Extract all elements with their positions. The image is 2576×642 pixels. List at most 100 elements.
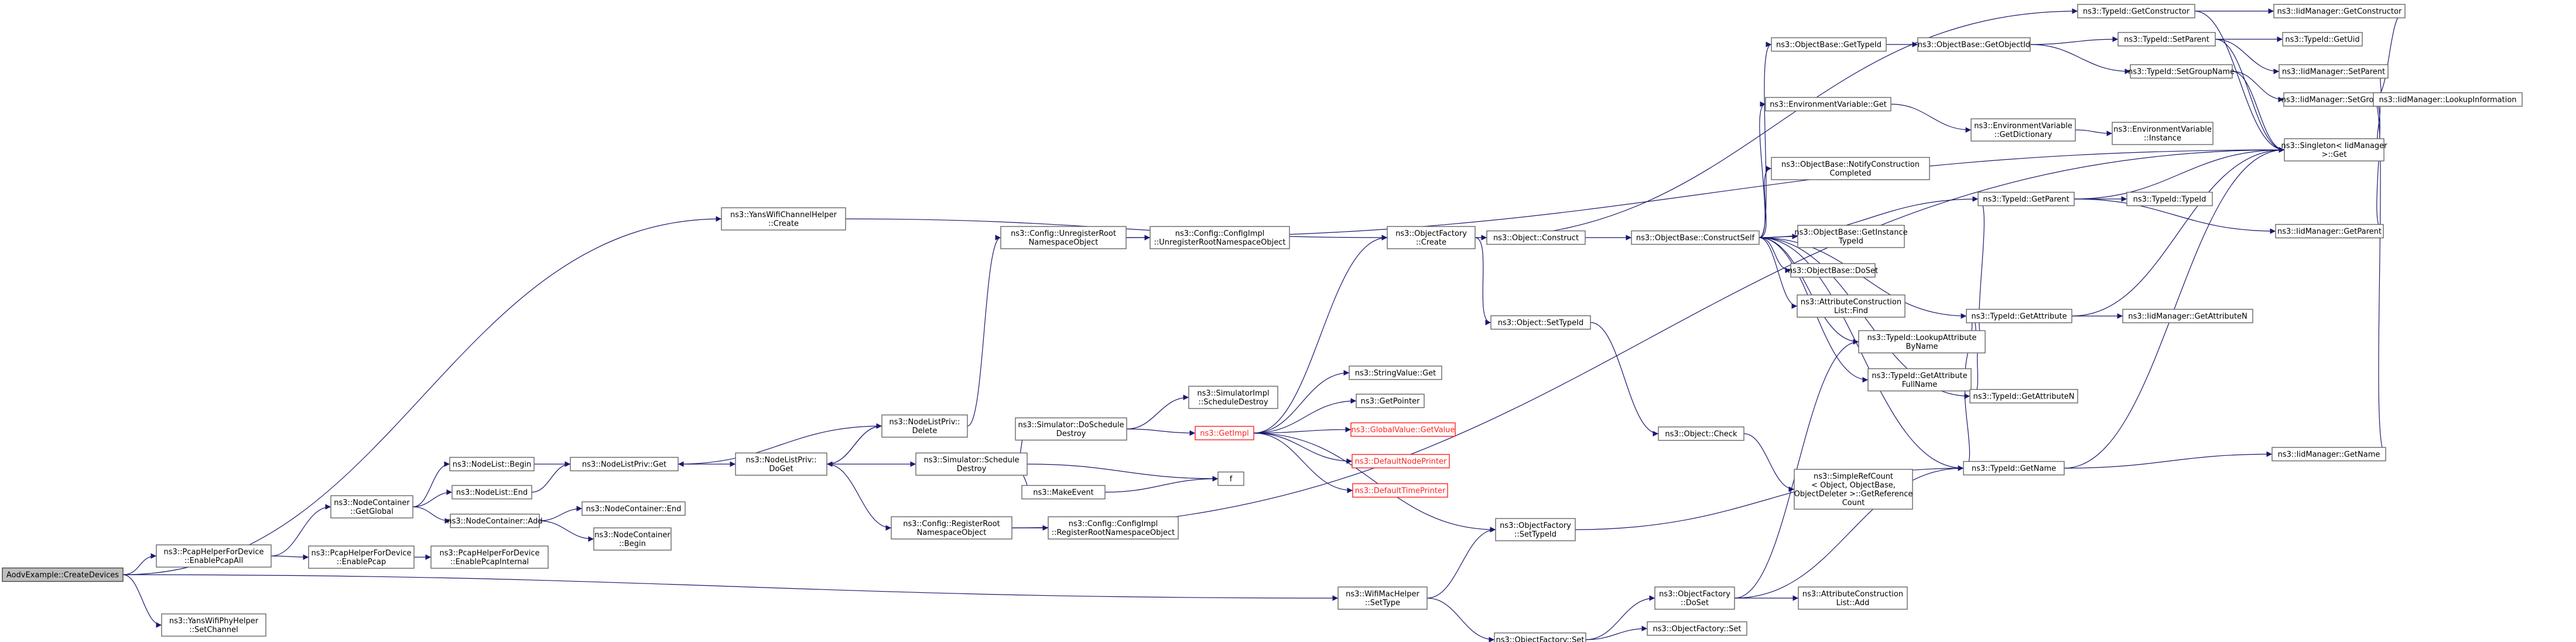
node-label: ::SetChannel xyxy=(189,626,238,634)
node-n2[interactable]: ns3::PcapHelperForDevice::EnablePcapAll xyxy=(156,544,272,568)
node-label: ns3::Config::UnregisterRoot xyxy=(1011,229,1116,238)
node-n54[interactable]: ns3::TypeId::GetParent xyxy=(1978,191,2075,207)
node-box xyxy=(2275,224,2384,239)
node-n10[interactable]: ns3::NodeList::End xyxy=(451,485,532,500)
node-n34[interactable]: ns3::ObjectFactory::Set xyxy=(1494,632,1586,642)
node-n16[interactable]: ns3::NodeListPriv::Delete xyxy=(881,414,968,438)
node-n38[interactable]: ns3::ObjectFactory::Set xyxy=(1647,621,1747,636)
edge-n19-n68 xyxy=(1125,147,2285,238)
edge-n39-n48 xyxy=(1759,237,1798,309)
node-n58[interactable]: ns3::TypeId::GetConstructor xyxy=(2077,4,2195,19)
node-box xyxy=(570,456,679,472)
node-label: Destroy xyxy=(957,465,987,473)
node-box xyxy=(2273,4,2406,19)
node-n29[interactable]: ns3::GetPointer xyxy=(1356,393,1425,408)
edge-n2-n7 xyxy=(271,554,309,560)
node-n57[interactable]: ns3::TypeId::GetName xyxy=(1963,461,2065,476)
node-box xyxy=(1969,389,2078,404)
node-n70[interactable]: ns3::IidManager::LookupInformation xyxy=(2373,92,2523,107)
node-n65[interactable]: ns3::TypeId::GetUid xyxy=(2282,32,2363,47)
node-n3[interactable]: ns3::YansWifiChannelHelper::Create xyxy=(721,207,846,231)
node-n37[interactable]: ns3::ObjectFactory::DoSet xyxy=(1654,586,1735,610)
node-box xyxy=(2,567,124,582)
node-n28[interactable]: ns3::StringValue::Get xyxy=(1349,365,1442,380)
node-n45[interactable]: ns3::ObjectBase::NotifyConstructionCompl… xyxy=(1771,157,1930,180)
node-n47[interactable]: ns3::ObjectBase::DoSet xyxy=(1788,263,1878,278)
node-n33[interactable]: ns3::ObjectFactory::SetTypeId xyxy=(1495,518,1576,541)
node-n52[interactable]: ns3::EnvironmentVariable::GetDictionary xyxy=(1971,118,2076,142)
node-n61[interactable]: ns3::TypeId::TypeId xyxy=(2126,191,2213,207)
node-n60[interactable]: ns3::TypeId::SetGroupName xyxy=(2128,64,2235,79)
node-n14[interactable]: ns3::NodeListPriv::Get xyxy=(570,456,679,472)
node-n17[interactable]: ns3::Simulator::ScheduleDestroy xyxy=(915,452,1028,476)
node-n55[interactable]: ns3::TypeId::GetAttribute xyxy=(1966,308,2072,324)
node-box xyxy=(1494,632,1586,642)
node-label: ns3::NodeListPriv:: xyxy=(745,456,816,465)
node-n64[interactable]: ns3::IidManager::GetConstructor xyxy=(2273,4,2406,19)
node-n56[interactable]: ns3::TypeId::GetAttributeN xyxy=(1969,389,2078,404)
node-n20[interactable]: ns3::Config::ConfigImpl::UnregisterRootN… xyxy=(1150,226,1290,249)
node-n26[interactable]: f xyxy=(1217,471,1244,486)
edge-n57-n63 xyxy=(2064,451,2273,469)
node-label: ns3::NodeContainer xyxy=(334,499,410,507)
node-n43[interactable]: ns3::ObjectBase::GetTypeId xyxy=(1771,37,1887,52)
node-n35[interactable]: ns3::Object::Construct xyxy=(1486,230,1586,245)
node-box xyxy=(2284,138,2385,162)
node-n13[interactable]: ns3::NodeContainer::Begin xyxy=(593,527,672,551)
node-n1[interactable]: AodvExample::CreateDevices xyxy=(2,567,124,582)
node-n7[interactable]: ns3::PcapHelperForDevice::EnablePcap xyxy=(308,545,415,569)
node-n24[interactable]: ns3::SimulatorImpl::ScheduleDestroy xyxy=(1188,386,1278,409)
node-n5[interactable]: ns3::YansWifiPhyHelper::SetChannel xyxy=(161,613,266,637)
node-n31[interactable]: ns3::DefaultNodePrinter xyxy=(1352,454,1450,469)
node-n62[interactable]: ns3::IidManager::GetAttributeN xyxy=(2122,308,2253,324)
node-box xyxy=(1495,518,1576,541)
node-n4[interactable]: ns3::WifiMacHelper::SetType xyxy=(1337,586,1428,610)
edge-n17-n26 xyxy=(1027,464,1219,482)
node-n22[interactable]: ns3::MakeEvent xyxy=(1021,485,1106,500)
node-n51[interactable]: ns3::ObjectBase::GetObjectId xyxy=(1917,37,2031,52)
node-n6[interactable]: ns3::NodeContainer::GetGlobal xyxy=(330,495,413,519)
node-n23[interactable]: ns3::Config::ConfigImpl::RegisterRootNam… xyxy=(1048,516,1179,540)
node-box xyxy=(1356,393,1425,408)
node-n40[interactable]: ns3::Object::Check xyxy=(1658,426,1744,441)
node-n11[interactable]: ns3::NodeContainer::Add xyxy=(447,513,543,528)
node-label: ns3::SimulatorImpl xyxy=(1197,389,1269,398)
node-n63[interactable]: ns3::IidManager::GetName xyxy=(2271,447,2386,462)
edge-n55-n68 xyxy=(2071,147,2285,317)
node-n9[interactable]: ns3::NodeList::Begin xyxy=(449,456,535,472)
node-n39[interactable]: ns3::ObjectBase::ConstructSelf xyxy=(1631,230,1760,245)
node-n36[interactable]: ns3::Object::SetTypeId xyxy=(1490,315,1591,330)
node-label: ns3::ObjectFactory xyxy=(1500,521,1571,530)
edge-n15-n18 xyxy=(826,464,892,531)
node-n19[interactable]: ns3::Config::UnregisterRootNamespaceObje… xyxy=(1000,226,1127,249)
node-label: ::SetType xyxy=(1365,599,1400,607)
node-label: ns3::MakeEvent xyxy=(1033,489,1094,497)
node-n15[interactable]: ns3::NodeListPriv::DoGet xyxy=(735,452,827,476)
node-n25[interactable]: ns3::GetImpl xyxy=(1195,425,1254,441)
node-box xyxy=(1771,157,1930,180)
node-n27[interactable]: ns3::ObjectFactory::Create xyxy=(1387,226,1476,249)
node-n53[interactable]: ns3::EnvironmentVariable::Instance xyxy=(2112,122,2214,145)
node-n59[interactable]: ns3::TypeId::SetParent xyxy=(2117,32,2216,47)
node-n69[interactable]: ns3::IidManager::GetParent xyxy=(2275,224,2384,239)
node-n44[interactable]: ns3::EnvironmentVariable::Get xyxy=(1765,97,1891,112)
node-n68[interactable]: ns3::Singleton< IidManager>::Get xyxy=(2281,138,2387,162)
node-n8[interactable]: ns3::PcapHelperForDevice::EnablePcapInte… xyxy=(430,545,549,569)
edge-n25-n27 xyxy=(1253,235,1388,434)
node-n12[interactable]: ns3::NodeContainer::End xyxy=(581,501,686,516)
node-n66[interactable]: ns3::IidManager::SetParent xyxy=(2279,64,2389,79)
edge-n16-n14 xyxy=(678,425,882,467)
node-n32[interactable]: ns3::DefaultTimePrinter xyxy=(1352,483,1448,498)
node-label: ns3::TypeId::GetName xyxy=(1972,465,2056,473)
node-box xyxy=(308,545,415,569)
node-n41[interactable]: ns3::SimpleRefCount< Object, ObjectBase,… xyxy=(1794,469,1913,510)
node-n18[interactable]: ns3::Config::RegisterRootNamespaceObject xyxy=(891,516,1012,540)
node-n30[interactable]: ns3::GlobalValue::GetValue xyxy=(1350,422,1456,437)
node-box xyxy=(2126,191,2213,207)
